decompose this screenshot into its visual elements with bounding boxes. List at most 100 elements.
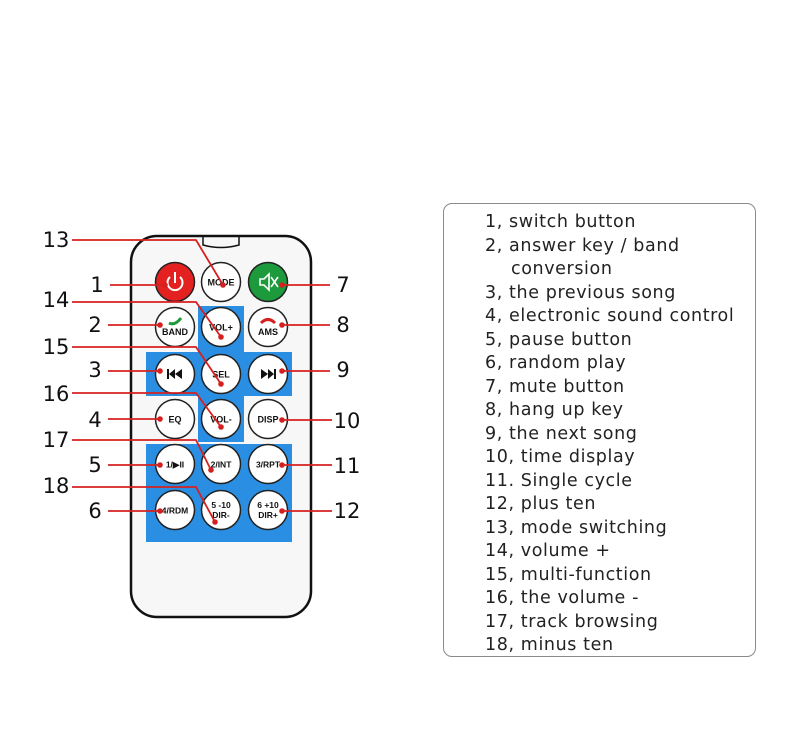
dir-minus-label-bottom: DIR- bbox=[212, 510, 230, 520]
vol-plus-button[interactable]: VOL+ bbox=[200, 306, 242, 348]
band-label: BAND bbox=[162, 327, 188, 337]
dir-plus-label-top: 6 +10 bbox=[257, 500, 279, 510]
legend-item: 18, minus ten bbox=[485, 635, 614, 655]
callout-dot-9 bbox=[279, 368, 285, 374]
callout-dot-5 bbox=[157, 462, 163, 468]
next-button[interactable] bbox=[247, 353, 289, 395]
callout-label-6: 6 bbox=[88, 499, 101, 523]
callout-label-2: 2 bbox=[88, 313, 101, 337]
legend-item: 3, the previous song bbox=[485, 282, 676, 303]
legend-item: 14, volume + bbox=[485, 541, 611, 561]
legend-item: 11. Single cycle bbox=[485, 470, 633, 491]
callout-dot-11 bbox=[279, 462, 285, 468]
eq-label: EQ bbox=[168, 415, 181, 425]
callout-dot-18 bbox=[212, 519, 218, 525]
legend-item: 7, mute button bbox=[485, 376, 625, 397]
callout-label-9: 9 bbox=[336, 358, 349, 382]
rpt-label: 3/RPT bbox=[256, 460, 281, 470]
legend-box bbox=[443, 203, 756, 657]
disp-label: DISP bbox=[257, 415, 278, 425]
legend-item: 8, hang up key bbox=[485, 400, 624, 420]
callout-line-13 bbox=[72, 239, 224, 286]
callout-dot-2 bbox=[157, 322, 163, 328]
next-track-icon bbox=[261, 369, 276, 379]
power-icon bbox=[166, 272, 184, 292]
disp-button[interactable]: DISP bbox=[247, 398, 289, 440]
callout-dot-8 bbox=[279, 322, 285, 328]
mute-button[interactable] bbox=[247, 261, 289, 303]
rdm-button[interactable]: 4/RDM bbox=[154, 489, 196, 531]
vol-minus-label: VOL- bbox=[210, 415, 232, 425]
callout-dot-14 bbox=[218, 334, 224, 340]
int-label: 2/INT bbox=[211, 460, 233, 470]
legend-item: 6, random play bbox=[485, 353, 627, 373]
legend-item: 17, track browsing bbox=[485, 611, 659, 632]
callout-line-16 bbox=[72, 392, 222, 428]
sel-button[interactable]: SEL bbox=[200, 353, 242, 395]
callout-label-3: 3 bbox=[88, 358, 101, 382]
legend-item: 16, the volume - bbox=[485, 588, 639, 608]
callout-label-16: 16 bbox=[43, 382, 70, 406]
callout-label-14: 14 bbox=[43, 288, 70, 312]
legend-item: 1, switch button bbox=[485, 212, 637, 232]
vol-plus-label: VOL+ bbox=[209, 323, 233, 333]
legend-item: 15, multi-function bbox=[485, 564, 652, 585]
callout-line-18 bbox=[72, 486, 216, 523]
callout-line-17 bbox=[72, 439, 212, 471]
callout-label-18: 18 bbox=[43, 474, 70, 498]
dir-plus-label-bottom: DIR+ bbox=[258, 510, 278, 520]
callout-label-10: 10 bbox=[334, 409, 361, 433]
legend-item: 9, the next song bbox=[485, 423, 638, 444]
callout-dot-13 bbox=[220, 282, 226, 288]
callout-line-14 bbox=[72, 301, 222, 338]
rpt-button[interactable]: 3/RPT bbox=[247, 443, 289, 485]
remote-notch bbox=[202, 237, 240, 249]
previous-track-icon bbox=[167, 369, 182, 379]
legend-item: 10, time display bbox=[485, 447, 636, 467]
legend-item: conversion bbox=[511, 259, 613, 279]
vol-minus-button[interactable]: VOL- bbox=[200, 398, 242, 440]
ams-label: AMS bbox=[258, 327, 278, 337]
legend-item: 13, mode switching bbox=[485, 517, 668, 538]
callout-label-5: 5 bbox=[88, 453, 101, 477]
power-button[interactable] bbox=[154, 261, 196, 303]
ams-button[interactable]: AMS bbox=[247, 306, 289, 348]
dir-minus-label-top: 5 -10 bbox=[211, 500, 231, 510]
callout-label-12: 12 bbox=[334, 499, 361, 523]
callout-dot-7 bbox=[279, 282, 285, 288]
legend-item: 5, pause button bbox=[485, 329, 633, 350]
callout-label-13: 13 bbox=[43, 228, 70, 252]
callout-label-8: 8 bbox=[336, 313, 349, 337]
callout-label-1: 1 bbox=[90, 273, 103, 297]
callout-dot-6 bbox=[157, 508, 163, 514]
callout-label-15: 15 bbox=[43, 335, 70, 359]
legend-item: 2, answer key / band bbox=[485, 235, 680, 256]
callout-dot-3 bbox=[157, 368, 163, 374]
callout-label-17: 17 bbox=[43, 428, 70, 452]
int-button[interactable]: 2/INT bbox=[200, 443, 242, 485]
prev-button[interactable] bbox=[154, 353, 196, 395]
sel-label: SEL bbox=[212, 370, 230, 380]
callout-label-4: 4 bbox=[88, 408, 101, 432]
callout-label-11: 11 bbox=[334, 454, 361, 478]
callout-dot-12 bbox=[279, 508, 285, 514]
callout-dot-16 bbox=[218, 424, 224, 430]
rdm-label: 4/RDM bbox=[162, 506, 188, 516]
callout-dot-1 bbox=[162, 282, 168, 288]
phone-answer-icon bbox=[168, 317, 183, 326]
callout-dot-10 bbox=[279, 417, 285, 423]
legend-list: 1, switch button 2, answer key / band conv… bbox=[485, 211, 734, 658]
callout-line-15 bbox=[72, 346, 222, 385]
callout-dot-4 bbox=[157, 416, 163, 422]
callout-label-7: 7 bbox=[336, 273, 349, 297]
speaker-mute-icon bbox=[259, 272, 279, 292]
legend-item: 12, plus ten bbox=[485, 494, 597, 514]
phone-hangup-icon bbox=[259, 318, 277, 325]
play-pause-button[interactable]: 1/▶II bbox=[154, 443, 196, 485]
play-pause-label: 1/▶II bbox=[166, 460, 184, 470]
legend-item: 4, electronic sound control bbox=[485, 306, 735, 326]
callout-dot-15 bbox=[218, 381, 224, 387]
